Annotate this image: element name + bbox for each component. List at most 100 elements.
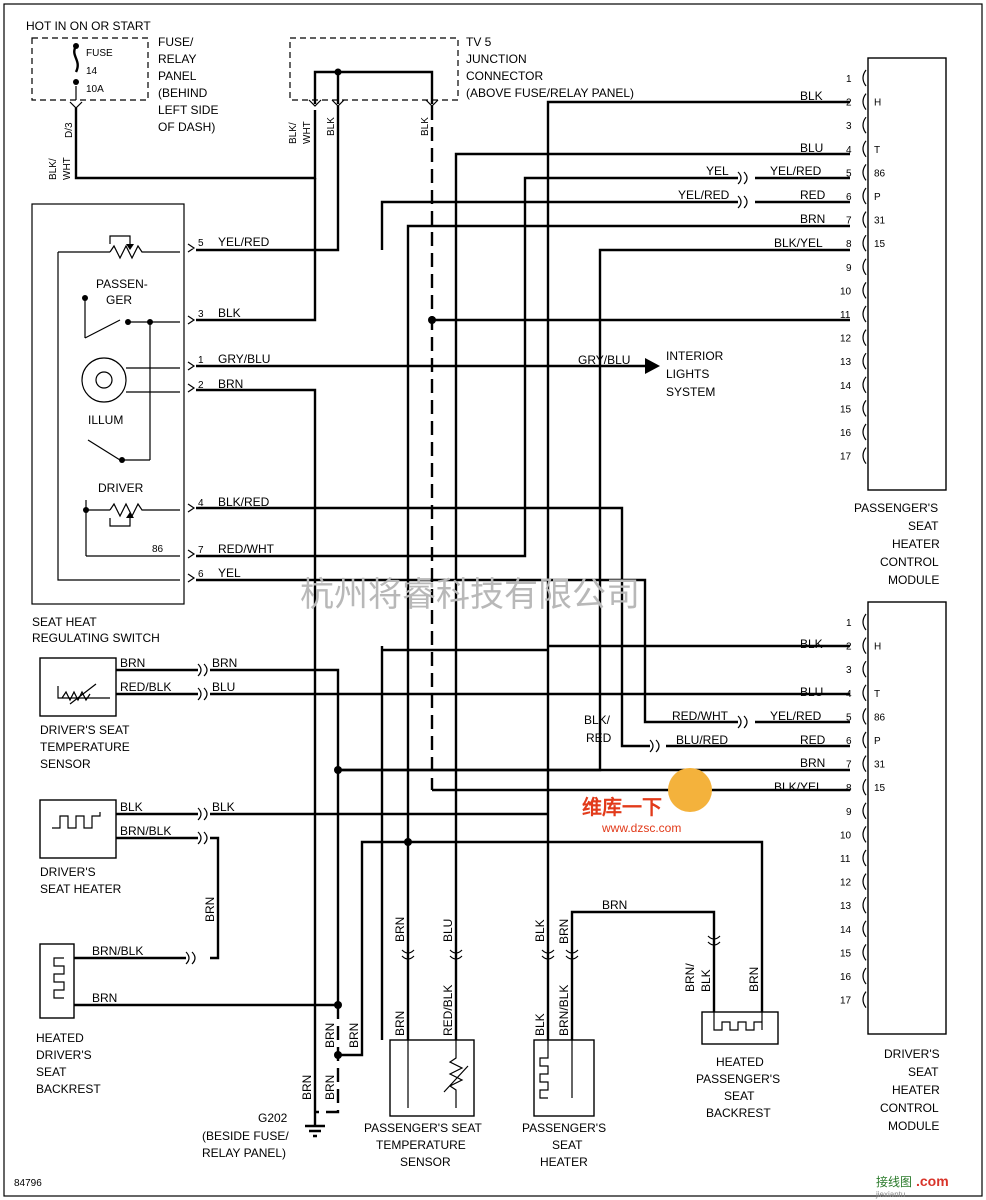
dm-title-3: HEATER — [892, 1083, 940, 1097]
dm-pin-bracket — [862, 802, 867, 820]
backrest-element-icon — [53, 957, 65, 999]
fuse-desc-1: FUSE/ — [158, 35, 194, 49]
hdb-w2: BRN — [92, 991, 117, 1005]
fuse-desc-2: RELAY — [158, 52, 196, 66]
psh-name-3: HEATER — [540, 1155, 588, 1169]
switch-common-bus — [122, 322, 151, 461]
dm-blkred-2: RED — [586, 731, 612, 745]
wire-blkwht-feed — [74, 108, 317, 180]
hdb-name-3: SEAT — [36, 1065, 67, 1079]
dm-pin-bracket — [862, 896, 867, 914]
dm-pin-bracket — [862, 660, 867, 678]
pm-pin-7: 7 — [846, 216, 852, 227]
junction-pins — [308, 99, 439, 107]
pm-pin-bracket — [862, 282, 867, 299]
pm-wire-yelred-left: YEL/RED — [678, 188, 730, 202]
fuse-box — [31, 37, 149, 101]
connector-symbols — [185, 171, 748, 965]
switch-pins: 5 YEL/RED 3 BLK 1 GRY/BLU 2 BRN 4 BLK/RE… — [187, 235, 275, 583]
dm-box — [867, 601, 947, 1035]
pm-pin-bracket — [862, 164, 867, 181]
pst-wb: BLU — [441, 919, 455, 942]
dm-pin-6: 6 — [846, 736, 852, 747]
illum-leads — [126, 367, 180, 393]
splice-brn-770 — [334, 766, 342, 774]
pm-title-3: HEATER — [892, 537, 940, 551]
pass-rheostat-wiper — [109, 235, 131, 248]
psh-wa: BLK — [533, 919, 547, 942]
hpb-element-icon — [713, 1012, 763, 1031]
fuse-desc-6: OF DASH) — [158, 120, 215, 134]
corner-url: jiexiantu — [875, 1190, 905, 1199]
pm-pin-bracket — [862, 140, 867, 158]
passenger-seat-heater: BLK BRN BLK BRN/BLK BRN PASSENGER'S SEAT… — [522, 898, 627, 1169]
dm-pin-bracket — [862, 755, 867, 772]
pst-name-3: SENSOR — [400, 1155, 451, 1169]
fuse-bottom-dot — [73, 79, 79, 85]
dm-pin-16: 16 — [840, 972, 852, 983]
pm-pin-1: 1 — [846, 74, 852, 85]
pm-pin-code: 15 — [874, 239, 886, 250]
hpb-wb: BRN — [747, 967, 761, 992]
hdb-name-2: DRIVER'S — [36, 1048, 92, 1062]
corner-com: .com — [916, 1173, 949, 1189]
pm-wire-yelred: YEL/RED — [770, 164, 822, 178]
drv-rheostat-arrow — [126, 512, 134, 518]
dst-box — [39, 657, 117, 717]
hpb-name-2: PASSENGER'S — [696, 1072, 780, 1086]
dst-w1b: BRN — [212, 656, 237, 670]
dm-wire-redwht: RED/WHT — [672, 709, 729, 723]
gnd-wire-4: BRN — [347, 1023, 361, 1048]
hdb-w1: BRN/BLK — [92, 944, 143, 958]
illum-bulb-outer — [81, 357, 127, 403]
dm-pin-code: 15 — [874, 783, 886, 794]
dm-pin-bracket — [862, 873, 867, 890]
pm-pin-9: 9 — [846, 263, 852, 274]
jc-desc-3: CONNECTOR — [466, 69, 543, 83]
wire-dst-brn — [210, 668, 340, 1005]
pm-pin-14: 14 — [840, 381, 852, 392]
fuse-amp: 10A — [86, 84, 104, 95]
sw-wire-grybluo: GRY/BLU — [218, 352, 270, 366]
dsh-leads — [116, 812, 198, 840]
switch-passenger-2: GER — [106, 293, 132, 307]
pm-pin-bracket — [862, 234, 867, 252]
sw-pin-4: 4 — [198, 498, 204, 509]
fuse-desc-3: PANEL — [158, 69, 197, 83]
junction-box — [289, 37, 459, 101]
psh-name-1: PASSENGER'S — [522, 1121, 606, 1135]
dm-pin-bracket — [862, 920, 867, 938]
watermark-cn: 杭州将睿科技有限公司 — [300, 575, 640, 615]
wire-blkwht-label-2: WHT — [62, 157, 73, 180]
driver-seat-temp-sensor: BRN RED/BLK BRN BLU DRIVER'S SEAT TEMPER… — [39, 656, 237, 771]
dm-wire-blk: BLK — [800, 637, 823, 651]
psh-wb: BRN — [557, 919, 571, 944]
dm-pin-14: 14 — [840, 925, 852, 936]
dm-blkred-1: BLK/ — [584, 713, 611, 727]
dm-pin-11: 11 — [840, 854, 851, 865]
pm-pin-11: 11 — [840, 310, 851, 321]
psh-box — [533, 1039, 595, 1117]
pm-pin-code: T — [874, 145, 880, 156]
fuse-icon — [73, 45, 79, 73]
wire-redwht-sw — [196, 176, 738, 558]
dm-pin-4: 4 — [846, 689, 852, 700]
drv-rheostat-icon — [109, 502, 180, 518]
ground-desc-2: RELAY PANEL) — [202, 1146, 286, 1160]
drv-rheostat-lead — [85, 500, 110, 556]
sw-pin-1: 1 — [198, 355, 204, 366]
hpb-wa-1: BRN/ — [683, 963, 697, 992]
jc-wire-blkwht-1: BLK/ — [288, 122, 299, 144]
sw-wire-yelred: YEL/RED — [218, 235, 270, 249]
jc-wire-blkwht-2: WHT — [302, 121, 313, 144]
dsh-w2v: BRN — [203, 897, 217, 922]
dm-pin-12: 12 — [840, 878, 852, 889]
dm-pin-10: 10 — [840, 830, 852, 841]
ground-icon — [305, 1112, 325, 1138]
switch-box — [31, 203, 185, 605]
pm-pin-15: 15 — [840, 404, 852, 415]
sw-wire-brn: BRN — [218, 377, 243, 391]
